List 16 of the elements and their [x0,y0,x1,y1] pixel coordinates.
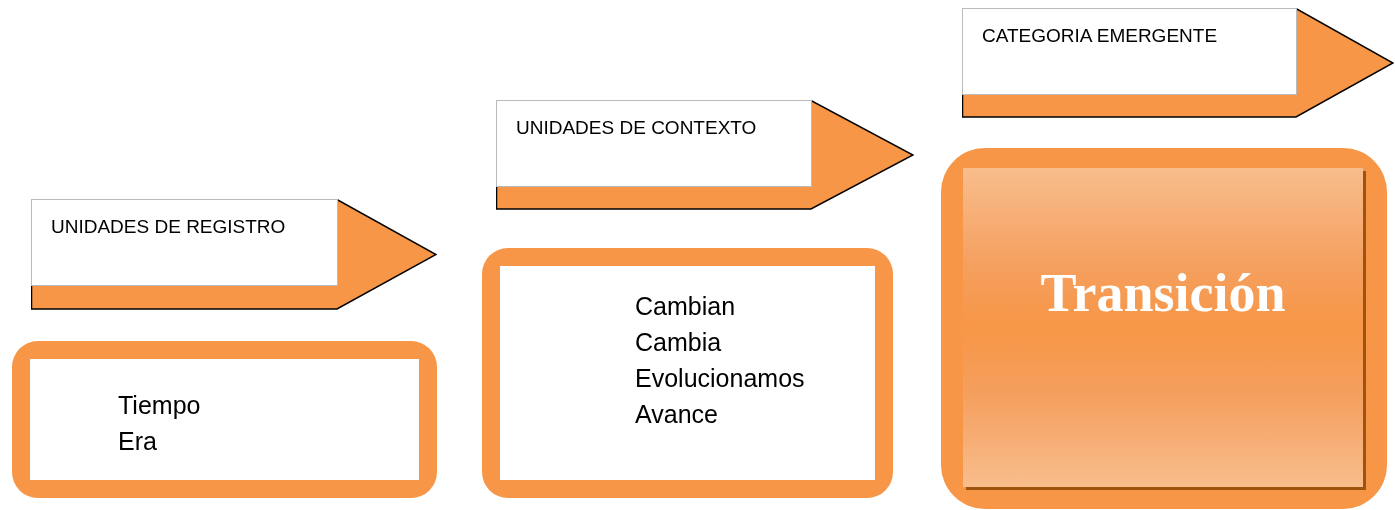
list-item: Cambia [635,327,722,358]
list-item: Tiempo [118,390,201,421]
rounded-box [941,148,1387,509]
arrow-banner [496,100,914,210]
list-item: Evolucionamos [635,363,805,394]
arrow-banner [31,199,437,310]
list-item: Cambian [635,291,736,322]
section-heading: CATEGORIA EMERGENTE [982,24,1218,48]
list-item: Era [118,426,157,457]
arrow-banner [962,8,1394,118]
category-title: Transición [1040,262,1286,325]
list-item: Avance [635,399,718,430]
rounded-box [12,341,437,498]
section-heading: UNIDADES DE REGISTRO [51,215,286,239]
section-heading: UNIDADES DE CONTEXTO [516,116,757,140]
rounded-box [482,248,893,498]
